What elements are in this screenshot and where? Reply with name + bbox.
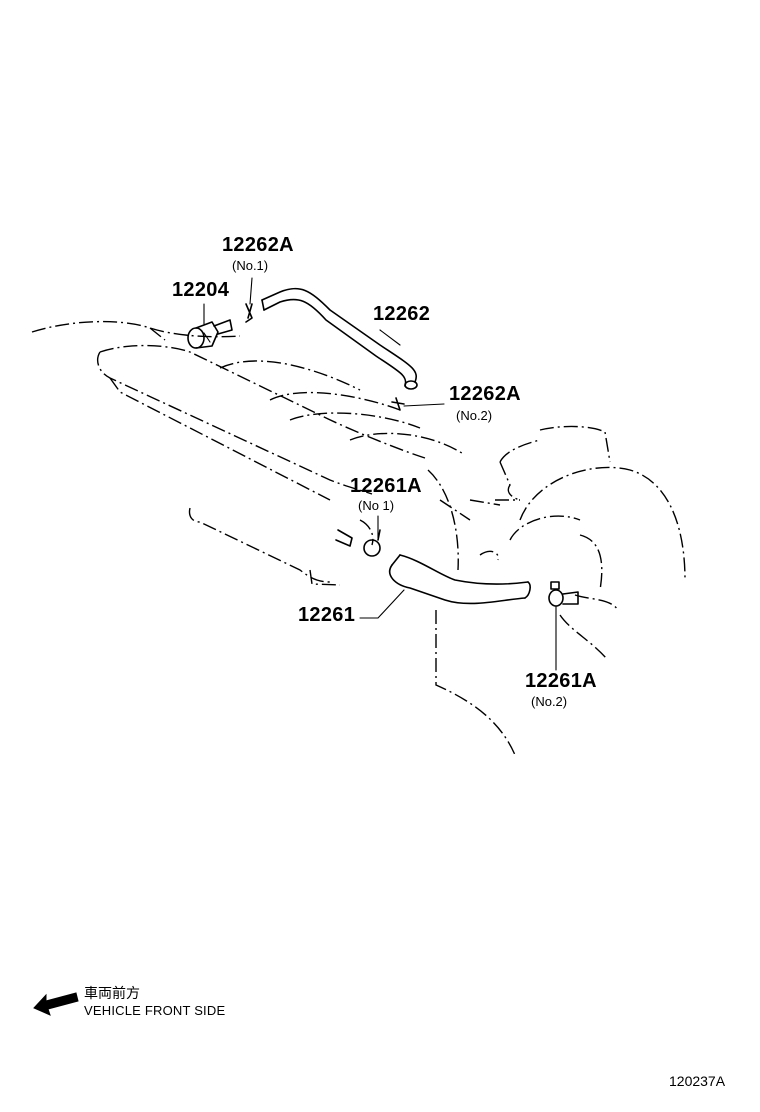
clip-12262A-no1 (245, 303, 253, 323)
clip-12262A-no2 (391, 397, 405, 411)
part-sublabel-12262A-no1: (No.1) (232, 258, 269, 273)
part-label-12261A-no2: 12261A (525, 670, 597, 692)
leader-12261 (359, 589, 405, 619)
part-sublabel-12262A-no2: (No.2) (456, 408, 493, 423)
part-label-12262A-no1: 12262A (222, 234, 294, 256)
ventilation-hose-12262 (261, 287, 418, 390)
left-arrow-icon (33, 992, 79, 1016)
part-label-12204: 12204 (172, 279, 230, 301)
leader-12262 (379, 329, 401, 346)
engine-outline (31, 320, 686, 756)
vehicle-front-label-en: VEHICLE FRONT SIDE (84, 1003, 226, 1018)
leader-12262A-no2 (403, 403, 445, 407)
clamp-12261A-no2 (548, 581, 579, 607)
part-sublabel-12261A-no2: (No.2) (531, 694, 568, 709)
part-label-12261: 12261 (298, 604, 356, 626)
part-label-12261A-no1: 12261A (350, 475, 422, 497)
part-label-12262: 12262 (373, 303, 431, 325)
part-sublabel-12261A-no1: (No 1) (358, 498, 395, 513)
diagram-reference-code: 120237A (669, 1073, 726, 1089)
leader-12262A-no1 (249, 277, 253, 305)
intake-port (335, 529, 353, 547)
vehicle-front-label-ja: 車両前方 (84, 986, 140, 1002)
part-label-12262A-no2: 12262A (449, 383, 521, 405)
pcv-valve-part (187, 319, 233, 349)
ventilation-hose-12261 (388, 554, 531, 605)
